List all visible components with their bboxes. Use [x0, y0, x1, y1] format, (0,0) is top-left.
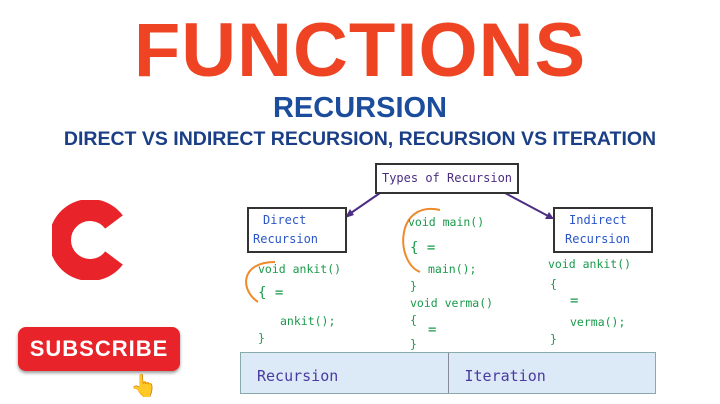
subtitle: RECURSION — [272, 92, 447, 124]
code-line: void verma() — [410, 296, 494, 310]
code-line: { — [550, 277, 557, 291]
hand-cursor-icon: 👆 — [130, 374, 158, 399]
code-line: } — [410, 337, 417, 351]
arrowhead-icon — [345, 209, 354, 218]
code-line: { — [410, 313, 417, 327]
code-line: = — [570, 293, 579, 309]
box-label: Direct — [263, 213, 307, 227]
box-label: Indirect — [569, 213, 627, 227]
indirect-recursion-box: Indirect Recursion — [553, 207, 653, 253]
code-line: = — [428, 322, 437, 338]
box-label: Recursion — [565, 232, 631, 246]
code-line: void main() — [408, 215, 485, 229]
recursion-arrow-main — [402, 207, 441, 273]
tagline: DIRECT VS INDIRECT RECURSION, RECURSION … — [63, 128, 657, 150]
recursion-arrow-direct — [245, 261, 276, 303]
arrowhead-icon — [545, 212, 554, 219]
code-line: verma(); — [570, 315, 626, 329]
code-line: ankit(); — [280, 314, 336, 328]
subscribe-button[interactable]: SUBSCRIBE — [18, 327, 180, 371]
code-line: } — [258, 331, 265, 345]
code-line: } — [410, 279, 417, 293]
code-line: void ankit() — [258, 262, 342, 276]
arrow-to-indirect — [504, 192, 551, 218]
direct-recursion-box: Direct Recursion — [247, 207, 347, 253]
code-line: { = — [410, 240, 436, 256]
code-line: { = — [258, 285, 284, 301]
code-line: void ankit() — [548, 257, 632, 271]
comparison-table-header: Recursion Iteration — [240, 352, 656, 394]
code-line: } — [550, 332, 557, 346]
column-recursion: Recursion — [241, 353, 449, 393]
box-label: Recursion — [253, 232, 319, 246]
c-language-logo — [52, 200, 123, 280]
code-line: main(); — [428, 262, 477, 276]
arrow-to-direct — [347, 192, 381, 216]
types-of-recursion-box: Types of Recursion — [375, 163, 519, 194]
column-iteration: Iteration — [464, 367, 546, 385]
main-title: FUNCTIONS — [133, 8, 587, 93]
